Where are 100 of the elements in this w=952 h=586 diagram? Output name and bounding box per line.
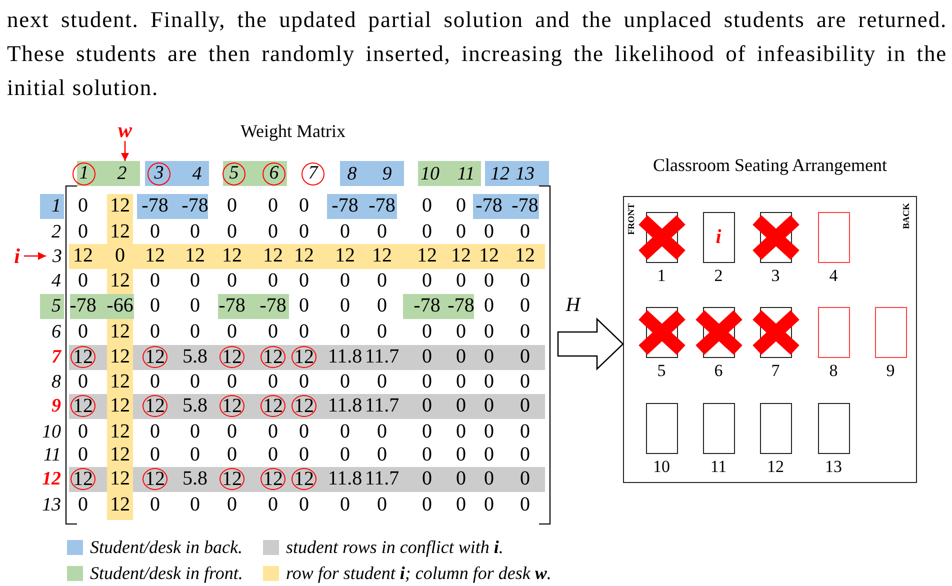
weight-value: 0 [456, 322, 466, 342]
row-number: 5 [52, 296, 61, 316]
desk [646, 402, 678, 454]
weight-value: 0 [520, 494, 530, 516]
circled-value: 12 [292, 468, 316, 490]
weight-value: 0 [78, 322, 88, 342]
weight-value: 0 [484, 372, 494, 392]
weight-value: 0 [377, 422, 387, 442]
weight-value: 0 [520, 296, 530, 316]
weight-value: 0 [190, 270, 200, 292]
circled-column-number: 3 [148, 162, 170, 185]
row-number: 6 [52, 322, 61, 342]
weight-value: 0 [227, 196, 237, 216]
weight-value: 0 [520, 372, 530, 392]
column-number: 11 [457, 163, 475, 184]
desk [760, 402, 792, 454]
desk [818, 306, 850, 358]
weight-value: 0 [190, 222, 200, 242]
circled-value: 12 [142, 468, 168, 490]
circled-value: 12 [292, 395, 316, 417]
circled-value: 12 [260, 395, 286, 417]
pointer-letter: w [116, 119, 134, 141]
weight-value: 0 [340, 372, 350, 392]
weight-value: -78 [218, 296, 246, 316]
weight-value: 0 [422, 444, 432, 466]
circled-value: 12 [70, 346, 96, 368]
weight-value: 0 [268, 322, 278, 342]
weight-value: 0 [422, 346, 432, 368]
weight-value: 0 [377, 322, 387, 342]
weight-value: -78 [260, 296, 286, 316]
weight-value: 0 [268, 494, 278, 516]
weight-value: 0 [456, 468, 466, 490]
desk-number: 6 [714, 360, 723, 380]
weight-value: 0 [115, 246, 125, 266]
weight-value: 0 [456, 396, 466, 416]
desk [818, 212, 850, 262]
weight-value: 0 [422, 222, 432, 242]
weight-value: 12 [372, 246, 392, 266]
row-number: 8 [52, 372, 61, 392]
weight-value: 0 [150, 422, 160, 442]
weight-value: 0 [340, 494, 350, 516]
circled-value: 12 [70, 395, 96, 417]
desk-number: 2 [714, 266, 723, 286]
weight-value: 0 [227, 270, 237, 292]
row-number: 3 [46, 244, 62, 269]
weight-value: -78 [448, 296, 474, 316]
weight-value: 0 [150, 270, 160, 292]
weight-value: 0 [340, 322, 350, 342]
weight-value: 12 [110, 396, 130, 416]
weight-value: 0 [340, 444, 350, 466]
circled-value: 12 [260, 346, 286, 368]
weight-value: 0 [422, 422, 432, 442]
weight-value: 0 [227, 222, 237, 242]
weight-value: 0 [299, 296, 309, 316]
wall-label: FRONT [626, 202, 636, 234]
weight-value: 12 [110, 494, 130, 516]
weight-value: 0 [268, 372, 278, 392]
desk [646, 212, 678, 262]
circled-value: 12 [220, 395, 244, 417]
weight-value: 0 [150, 494, 160, 516]
weight-value: 0 [456, 222, 466, 242]
weight-value: 11.8 [328, 396, 362, 416]
weight-value: 0 [299, 270, 309, 292]
column-number: 9 [382, 163, 392, 184]
weight-value: 0 [520, 222, 530, 242]
weight-value: 0 [377, 270, 387, 292]
circled-column-number: 6 [262, 162, 286, 185]
weight-value: 0 [227, 422, 237, 442]
desk-number: 12 [767, 456, 784, 476]
weight-value: 0 [484, 296, 494, 316]
weight-value: 0 [227, 372, 237, 392]
desk [760, 306, 792, 358]
weight-value: -78 [332, 196, 358, 216]
weight-value: 0 [484, 270, 494, 292]
weight-value: 0 [456, 444, 466, 466]
desk-number: 10 [653, 456, 670, 476]
weight-value: 11.7 [364, 468, 400, 490]
weight-value: 11.7 [364, 396, 400, 416]
weight-value: 0 [150, 444, 160, 466]
weight-value: 0 [377, 296, 387, 316]
weight-value: 0 [422, 270, 432, 292]
weight-value: -78 [476, 196, 502, 216]
row-number: 11 [43, 444, 61, 466]
weight-value: 0 [268, 196, 278, 216]
circled-value: 12 [220, 468, 244, 490]
desk-number: 3 [771, 266, 780, 286]
weight-value: 12 [110, 422, 130, 442]
weight-value: 12 [222, 246, 242, 266]
weight-value: 12 [110, 270, 130, 292]
weight-value: -78 [368, 196, 396, 216]
weight-value: 0 [377, 494, 387, 516]
weight-value: 0 [268, 270, 278, 292]
weight-value: 12 [110, 196, 130, 216]
weight-value: 0 [422, 396, 432, 416]
weight-value: 0 [340, 296, 350, 316]
circled-column-number: 1 [72, 162, 96, 185]
weight-value: 0 [422, 468, 432, 490]
row-number: 4 [52, 270, 61, 292]
weight-value: 0 [340, 422, 350, 442]
desk-number: 8 [829, 360, 838, 380]
